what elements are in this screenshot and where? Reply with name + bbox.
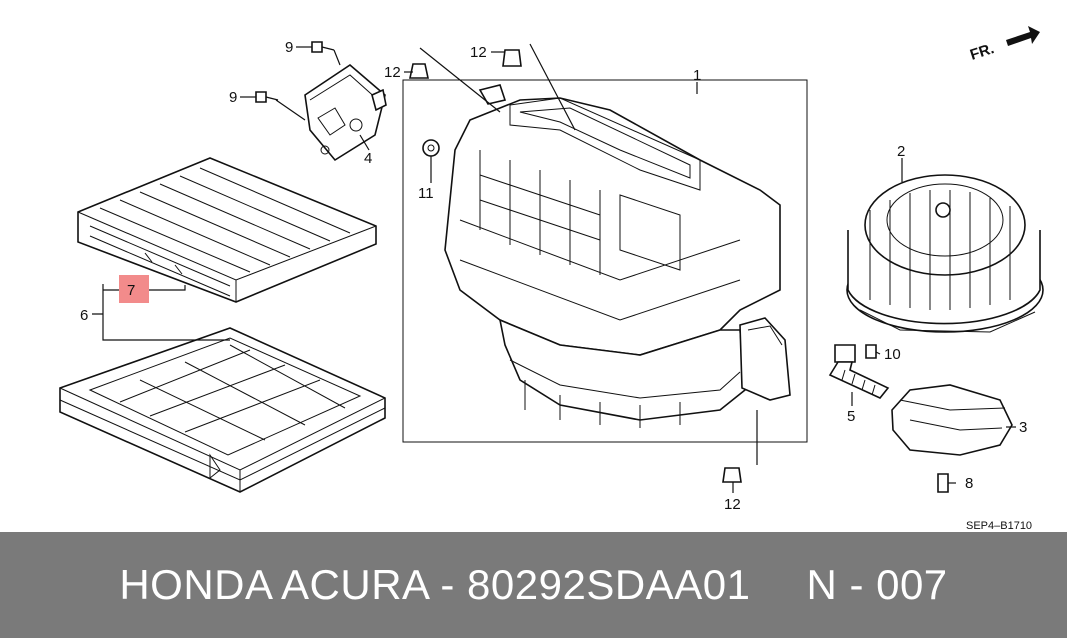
callout-5: 5 bbox=[847, 408, 855, 425]
screw-10 bbox=[865, 344, 877, 359]
clip-12-top bbox=[502, 49, 522, 67]
exploded-view-svg: FR. bbox=[59, 26, 1044, 532]
callout-8: 8 bbox=[965, 475, 973, 492]
direction-label: FR. bbox=[968, 40, 996, 64]
diagram-code: SEP4–B1710 bbox=[966, 520, 1032, 532]
blower-housing bbox=[402, 79, 808, 443]
callout-6: 6 bbox=[80, 307, 88, 324]
callout-12-bottom: 12 bbox=[724, 496, 741, 513]
actuator-motor bbox=[304, 63, 387, 162]
blower-fan-motor bbox=[846, 174, 1044, 333]
front-direction-arrow: FR. bbox=[968, 26, 1040, 64]
callout-4: 4 bbox=[364, 150, 372, 167]
screw-8 bbox=[937, 473, 949, 493]
callout-3: 3 bbox=[1019, 419, 1027, 436]
callout-labels: 1 2 3 4 5 6 7 8 9 9 10 11 12 12 12 bbox=[80, 39, 1027, 513]
page-reference: N - 007 bbox=[806, 561, 948, 608]
clip-12-bottom bbox=[722, 467, 742, 483]
callout-9-upper: 9 bbox=[285, 39, 293, 56]
callout-9-lower: 9 bbox=[229, 89, 237, 106]
air-filter-element bbox=[77, 157, 377, 303]
leader-lines bbox=[92, 43, 1016, 493]
callout-7: 7 bbox=[127, 282, 135, 299]
callout-11: 11 bbox=[418, 185, 434, 202]
motor-bracket bbox=[891, 384, 1013, 456]
screw-11 bbox=[422, 139, 440, 157]
housing-bracket-frame bbox=[402, 79, 808, 443]
callout-highlight bbox=[119, 275, 149, 303]
callout-10: 10 bbox=[884, 346, 901, 363]
callout-2: 2 bbox=[897, 143, 905, 160]
clip-12-left bbox=[409, 63, 429, 79]
screw-9-lower bbox=[255, 91, 279, 103]
drain-hose bbox=[828, 344, 890, 399]
filter-frame bbox=[59, 327, 386, 493]
part-number-text: HONDA ACURA - 80292SDAA01 bbox=[119, 561, 751, 608]
callout-12-top: 12 bbox=[470, 44, 487, 61]
footer-text: HONDA ACURA - 80292SDAA01 N - 007 bbox=[0, 532, 1067, 638]
screw-9-upper bbox=[311, 41, 335, 53]
callout-12-left: 12 bbox=[384, 64, 401, 81]
footer-banner: HONDA ACURA - 80292SDAA01 N - 007 bbox=[0, 532, 1067, 638]
front-arrow-icon bbox=[1006, 26, 1040, 46]
callout-1: 1 bbox=[693, 67, 701, 84]
